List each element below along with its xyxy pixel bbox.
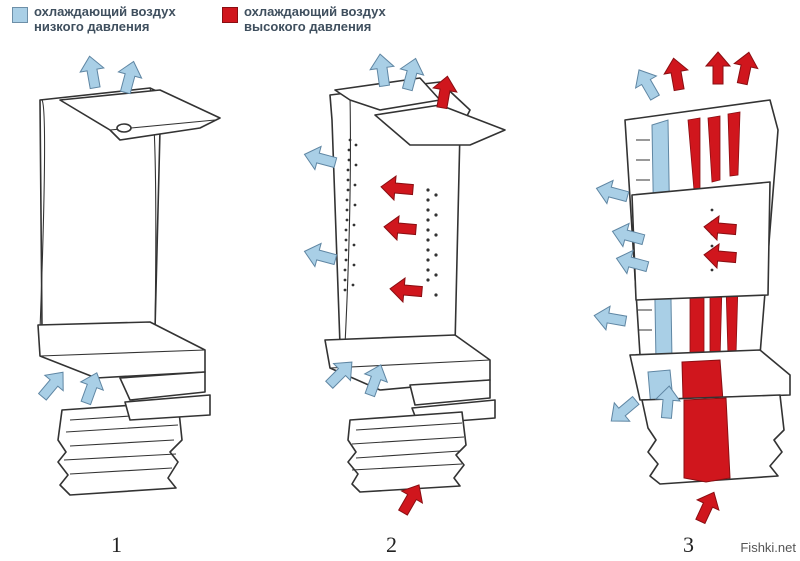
blade-3-outflow-arrow-hot [661,55,692,93]
legend-high-swatch [222,7,238,23]
blade-1-inflow-arrow [32,364,73,406]
legend-high-line2: высокого давления [244,19,372,34]
blade-3 [624,99,791,485]
blade-1 [37,87,221,496]
blade-3-film-arrow [591,303,629,334]
blade-3-outflow-arrow-hot [730,49,762,87]
figure-number-2: 2 [386,532,397,557]
legend-high-text: охлаждающий воздух высокого давления [244,4,386,34]
legend-low-text: охлаждающий воздух низкого давления [34,4,176,34]
figure-number-3: 3 [683,532,694,557]
legend-low-swatch [12,7,28,23]
blade-3-outflow-arrow [628,63,666,105]
figure-number-1: 1 [111,532,122,557]
blade-3-film-arrow [592,176,631,209]
watermark: Fishki.net [740,540,796,555]
legend-high-line1: охлаждающий воздух [244,4,386,19]
legend-low-line1: охлаждающий воздух [34,4,176,19]
legend-low-line2: низкого давления [34,19,150,34]
blade-2-film-arrow [300,239,339,272]
legend-low-pressure: охлаждающий воздух низкого давления [12,4,176,34]
blade-2-cooling-holes [343,138,438,297]
blade-3-inflow-arrow-hot [689,486,726,527]
blade-3-outflow-arrow-hot [705,51,731,85]
blade-2 [324,77,506,493]
legend-high-pressure: охлаждающий воздух высокого давления [222,4,386,34]
blade-1-outflow-arrow [77,53,108,91]
blade-3-root-outflow-arrow [603,390,645,431]
